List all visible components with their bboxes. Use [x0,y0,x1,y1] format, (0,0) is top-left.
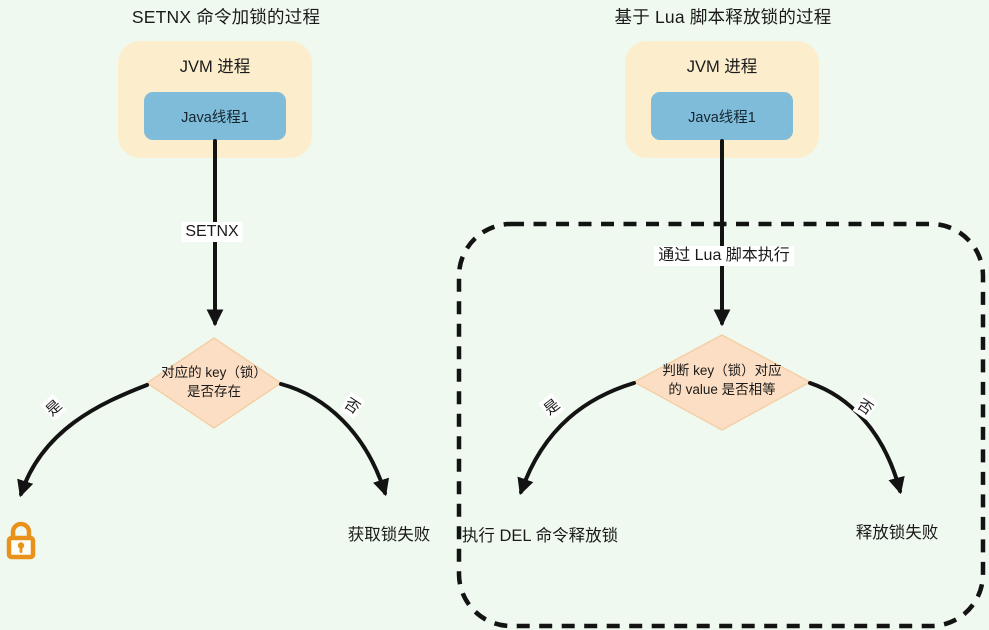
left-jvm-process-label: JVM 进程 [179,58,251,76]
left-no-result-text: 获取锁失败 [347,526,431,544]
right-decision-diamond [632,334,812,431]
left-arrow-label: SETNX [181,222,243,242]
left-flow-title: SETNX 命令加锁的过程 [131,7,321,27]
right-jvm-process-label: JVM 进程 [686,58,758,76]
right-jvm-process-box: JVM 进程 Java线程1 [625,41,819,158]
left-jvm-process-box: JVM 进程 Java线程1 [118,41,312,158]
left-java-thread-box: Java线程1 [144,92,286,140]
left-decision-diamond [145,337,283,429]
left-yes-arrow [17,383,149,498]
right-arrow-label: 通过 Lua 脚本执行 [654,246,794,266]
left-no-arrow [279,382,390,497]
right-yes-result-text: 执行 DEL 命令释放锁 [461,527,619,545]
left-decision-text: 对应的 key（锁） 是否存在 [161,365,267,399]
right-yes-arrow [517,381,636,496]
right-decision-text: 判断 key（锁）对应 的 value 是否相等 [662,363,782,397]
right-no-arrow [808,381,905,495]
right-flow-title: 基于 Lua 脚本释放锁的过程 [614,7,832,27]
right-no-result-text: 释放锁失败 [855,524,939,542]
lock-icon [6,521,36,560]
right-java-thread-box: Java线程1 [651,92,793,140]
